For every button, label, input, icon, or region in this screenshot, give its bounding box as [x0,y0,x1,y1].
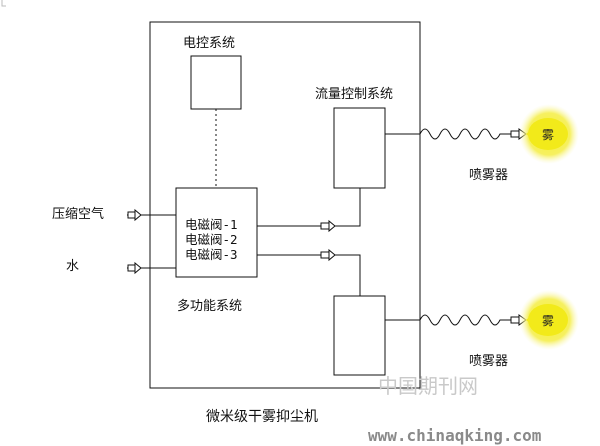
flow-control-box-lower [333,295,386,376]
pipe-arrow-lower [320,248,336,262]
upper-fog-cone [526,126,536,142]
upper-sprayer-label: 喷雾器 [469,168,508,183]
machine-outline [149,21,421,389]
upper-fog-text: 雾 [542,128,554,142]
corner-mark [1,0,6,7]
compressed-air-label: 压缩空气 [52,206,104,222]
valve-1-label: 电磁阀-1 [185,217,238,232]
lower-fog-cone [526,312,536,328]
water-input-arrow [127,261,142,275]
multi-function-label: 多功能系统 [177,298,242,314]
water-label: 水 [66,259,79,274]
pipe-valve3-to-lower [257,254,361,296]
electric-control-label: 电控系统 [183,36,235,51]
air-input-arrow [127,208,142,222]
lower-sprayer-label: 喷雾器 [469,354,508,369]
flow-control-label: 流量控制系统 [315,87,393,102]
watermark-url: www.chinaqking.com [368,426,542,445]
lower-fog-text: 雾 [542,314,554,328]
upper-fog-nozzle [528,118,568,150]
pipe-valve1-to-upper [257,188,361,227]
electric-control-box [190,55,242,110]
valve-3-label: 电磁阀-3 [185,247,238,262]
lower-hose-wave [419,314,515,326]
lower-fog-nozzle [528,304,568,336]
valve-2-label: 电磁阀-2 [185,232,238,247]
upper-hose-wave [419,128,515,140]
multi-function-box [175,187,258,278]
pipe-arrow-upper [320,219,336,233]
diagram-caption: 微米级干雾抑尘机 [206,409,318,425]
watermark-cn: 中国期刊网 [378,374,478,398]
flow-control-box-upper [333,107,386,189]
